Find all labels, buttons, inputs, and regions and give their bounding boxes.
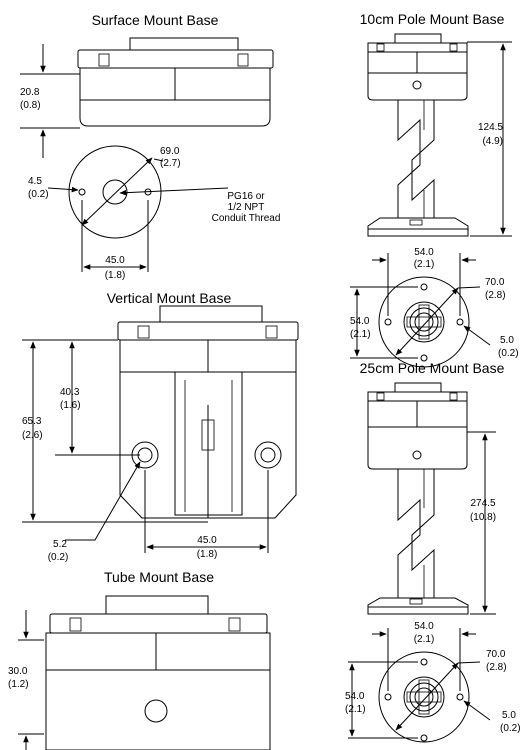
pole10-dia-mm: 70.0 (485, 277, 505, 288)
surface-hole-in: (0.2) (28, 189, 49, 200)
pole25-dia-in: (2.8) (486, 662, 507, 673)
vertical-total-in: (2.6) (22, 430, 43, 441)
pole25-dia-mm: 70.0 (486, 649, 506, 660)
surface-height-in: (0.8) (20, 100, 41, 111)
vertical-center-mm: 40.3 (60, 387, 80, 398)
vertical-mount-section: Vertical Mount Base 65.3 (2.6) 40. (22, 290, 299, 563)
pole25-title: 25cm Pole Mount Base (360, 360, 505, 376)
surface-dia-mm: 69.0 (160, 146, 180, 157)
pole10-title: 10cm Pole Mount Base (360, 11, 505, 27)
tube-side-view (45, 595, 271, 750)
vertical-total-mm: 65.3 (22, 416, 42, 427)
pole25-mount-section: 25cm Pole Mount Base 274.5 (10.8) (345, 360, 521, 743)
thread-label-2: 1/2 NPT (228, 202, 265, 213)
surface-spacing-mm: 45.0 (105, 255, 125, 266)
pole10-depth-in: (2.1) (350, 329, 371, 340)
pole10-side-view (367, 33, 469, 237)
pole10-depth-mm: 54.0 (350, 316, 370, 327)
pole25-height-mm: 274.5 (470, 498, 495, 509)
surface-mount-title: Surface Mount Base (92, 12, 219, 28)
surface-dia-in: (2.7) (160, 158, 181, 169)
surface-side-view (77, 37, 274, 127)
vertical-hole-mm: 5.2 (53, 539, 67, 550)
pole10-height-mm: 124.5 (478, 122, 503, 133)
pole10-mount-section: 10cm Pole Mount Base 124.5 (4.9) (350, 11, 519, 368)
pole25-depth-in: (2.1) (345, 704, 366, 715)
pole25-hole-mm: 5.0 (502, 710, 516, 721)
pole25-height-in: (10.8) (470, 512, 496, 523)
tube-mount-section: Tube Mount Base 30.0 (1.2) (8, 569, 271, 750)
vertical-side-view (117, 305, 299, 519)
thread-label-3: Conduit Thread (212, 213, 281, 224)
pole10-height-in: (4.9) (482, 136, 503, 147)
tube-mount-title: Tube Mount Base (104, 569, 214, 585)
surface-hole-mm: 4.5 (28, 176, 42, 187)
pole25-width-mm: 54.0 (414, 621, 434, 632)
pole25-depth-mm: 54.0 (345, 691, 365, 702)
pole10-hole-in: (0.2) (498, 348, 519, 359)
surface-height-mm: 20.8 (20, 87, 40, 98)
pole10-width-in: (2.1) (414, 259, 435, 270)
surface-mount-section: Surface Mount Base 20.8 (0.8) 69.0 (20, 12, 280, 281)
vertical-spacing-in: (1.8) (197, 549, 218, 560)
vertical-mount-title: Vertical Mount Base (107, 290, 232, 306)
pole10-hole-mm: 5.0 (500, 335, 514, 346)
pole25-hole-in: (0.2) (500, 723, 521, 734)
pole10-dia-in: (2.8) (485, 290, 506, 301)
tube-height-mm: 30.0 (8, 666, 28, 677)
thread-label-1: PG16 or (227, 191, 265, 202)
tube-height-in: (1.2) (8, 679, 29, 690)
vertical-center-in: (1.6) (60, 400, 81, 411)
pole25-side-view (367, 382, 469, 615)
vertical-spacing-mm: 45.0 (197, 535, 217, 546)
surface-spacing-in: (1.8) (105, 270, 126, 281)
pole25-width-in: (2.1) (414, 634, 435, 645)
vertical-hole-in: (0.2) (48, 552, 69, 563)
pole10-width-mm: 54.0 (414, 247, 434, 258)
